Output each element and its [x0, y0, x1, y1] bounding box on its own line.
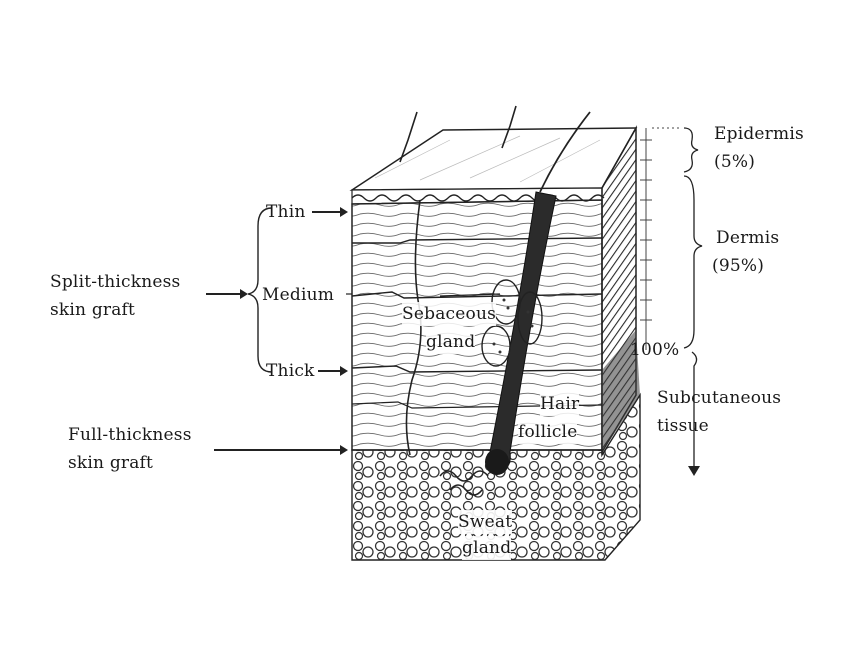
sebaceous-pointer: [439, 293, 501, 297]
sweat-label: Sweat: [458, 510, 513, 534]
tissue-label: tissue: [657, 416, 709, 436]
full-skin-graft-label: skin graft: [68, 453, 154, 473]
follicle-label: follicle: [518, 420, 578, 444]
vessel-line: [405, 199, 422, 456]
split-graft-arrow: [206, 289, 248, 299]
thin-label: Thin: [266, 202, 306, 222]
skin-surface: [349, 127, 638, 191]
thin-arrow: [312, 207, 348, 217]
thick-arrow: [318, 366, 348, 376]
subcutaneous-label: Subcutaneous: [657, 388, 782, 408]
block-side: [601, 125, 640, 455]
sebaceous-label: Sebaceous: [402, 302, 497, 326]
hair-label: Hair: [540, 392, 580, 416]
split-thickness-label: Split-thickness: [50, 272, 181, 292]
full-thickness-label: Full-thickness: [68, 425, 192, 445]
hundred-percent-label: 100%: [630, 340, 680, 360]
subcutaneous-layer: [351, 392, 641, 561]
medium-label: Medium: [262, 285, 335, 305]
epidermis-label: Epidermis: [714, 124, 804, 144]
thick-label: Thick: [266, 361, 315, 381]
hair-shafts: [399, 105, 591, 193]
sweat-gland-shape: [439, 470, 489, 496]
depth-scale: [640, 127, 703, 476]
split-skin-graft-label: skin graft: [50, 300, 136, 320]
sebaceous-gland-label: gland: [426, 330, 476, 354]
full-graft-arrow: [214, 445, 348, 455]
dermis-percent: (95%): [712, 256, 765, 276]
sweat-gland-label: gland: [462, 536, 512, 560]
dermis-label: Dermis: [716, 228, 780, 248]
epidermis-percent: (5%): [714, 152, 756, 172]
